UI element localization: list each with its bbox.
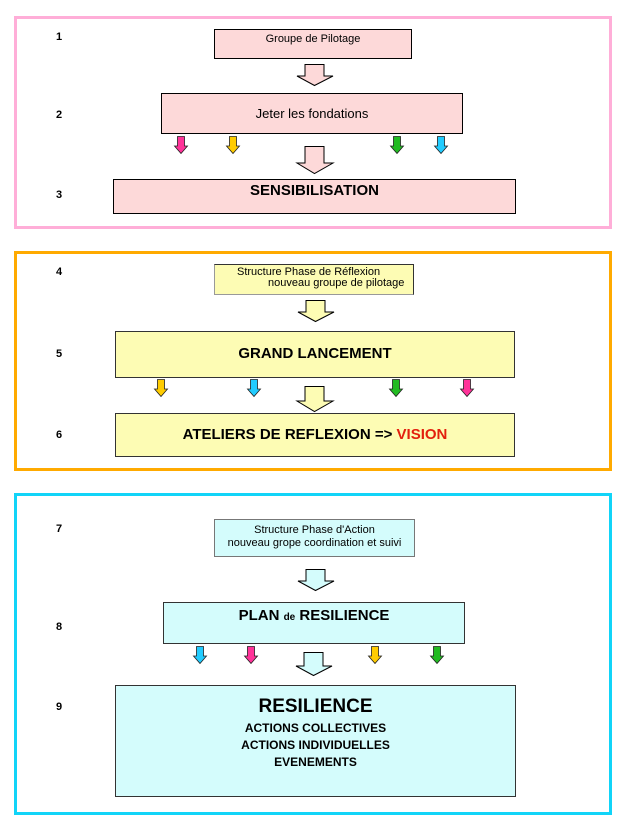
step-label: Jeter les fondations (255, 106, 369, 121)
step-label-part1: PLAN (238, 607, 284, 624)
step-box-sensibilisation: SENSIBILISATION (113, 179, 516, 214)
big-arrow-down-icon (295, 652, 333, 677)
arrow-shape (246, 379, 262, 398)
resilience-title: RESILIENCE (258, 696, 373, 717)
step-label-part2: RESILIENCE (295, 607, 390, 624)
phase-reflexion-frame (14, 251, 612, 471)
small-arrow-down-icon (389, 136, 405, 155)
arrow-shape (429, 646, 445, 665)
big-arrow-down-icon (295, 386, 335, 413)
small-arrow-down-icon (173, 136, 189, 155)
step-box-grand-lancement: GRAND LANCEMENT (115, 331, 515, 378)
resilience-line: ACTIONS COLLECTIVES (244, 721, 387, 735)
step-number-1: 1 (56, 31, 63, 43)
arrow-shape (173, 136, 189, 155)
step-label-line1: Structure Phase d'Action (254, 524, 375, 536)
step-box-ateliers-reflexion: ATELIERS DE REFLEXION => VISION (115, 413, 515, 457)
step-box-groupe-de-pilotage: Groupe de Pilotage (214, 29, 412, 59)
step-number-3: 3 (56, 189, 63, 201)
step-box-jeter-les-fondations: Jeter les fondations (161, 93, 463, 134)
step-label: SENSIBILISATION (250, 182, 379, 199)
small-arrow-down-icon (367, 646, 383, 665)
small-arrow-down-icon (192, 646, 208, 665)
step-number-2: 2 (56, 109, 63, 121)
step-number-5: 5 (56, 348, 63, 360)
arrow-shape (459, 379, 475, 398)
small-arrow-down-icon (225, 136, 241, 155)
small-arrow-down-icon (246, 379, 262, 398)
step-label-line2: nouveau groupe de pilotage (268, 277, 405, 289)
arrow-shape (153, 379, 169, 398)
step-label: Groupe de Pilotage (265, 33, 361, 45)
step-number-7: 7 (56, 523, 63, 535)
big-arrow-down-icon (296, 64, 334, 87)
small-arrow-down-icon (243, 646, 259, 665)
vision-highlight: VISION (396, 426, 448, 443)
step-number-4: 4 (56, 266, 63, 278)
step-number-6: 6 (56, 429, 63, 441)
resilience-line: EVENEMENTS (274, 755, 357, 769)
arrow-shape (388, 379, 404, 398)
step-label-de: de (283, 612, 296, 623)
phase-action-frame (14, 493, 612, 815)
small-arrow-down-icon (429, 646, 445, 665)
step-box-structure-reflexion: Structure Phase de Réflexion nouveau gro… (214, 264, 414, 295)
step-label: GRAND LANCEMENT (238, 345, 392, 362)
small-arrow-down-icon (459, 379, 475, 398)
step-label-line2: nouveau grope coordination et suivi (227, 537, 402, 549)
step-number-9: 9 (56, 701, 63, 713)
big-arrow-down-icon (295, 146, 335, 175)
small-arrow-down-icon (433, 136, 449, 155)
big-arrow-down-icon (297, 569, 335, 592)
arrow-shape (225, 136, 241, 155)
step-number-8: 8 (56, 621, 63, 633)
phase-sensibilisation-frame (14, 16, 612, 229)
arrow-shape (389, 136, 405, 155)
step-label: ATELIERS DE REFLEXION => (182, 426, 397, 443)
step-box-structure-action: Structure Phase d'Action nouveau grope c… (214, 519, 415, 557)
step-box-resilience: RESILIENCE ACTIONS COLLECTIVES ACTIONS I… (115, 685, 516, 797)
step-label-line1: Structure Phase de Réflexion (237, 266, 381, 278)
arrow-shape (367, 646, 383, 665)
arrow-shape (243, 646, 259, 665)
arrow-shape (192, 646, 208, 665)
big-arrow-down-icon (297, 300, 335, 323)
small-arrow-down-icon (153, 379, 169, 398)
resilience-line: ACTIONS INDIVIDUELLES (241, 738, 390, 752)
arrow-shape (433, 136, 449, 155)
small-arrow-down-icon (388, 379, 404, 398)
step-box-plan-de-resilience: PLAN de RESILIENCE (163, 602, 465, 644)
